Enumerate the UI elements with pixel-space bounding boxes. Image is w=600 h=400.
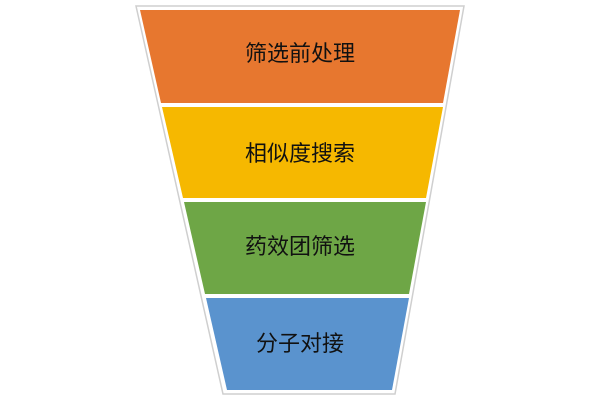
funnel-stage-3-shape: [184, 202, 426, 294]
funnel-stage-3-label: 药效团筛选: [244, 235, 355, 260]
funnel-stage-2-shape: [162, 107, 443, 198]
funnel-stage-1-label: 筛选前处理: [244, 42, 355, 67]
funnel-stage-2-label: 相似度搜索: [244, 142, 355, 167]
funnel-stage-1-shape: [140, 10, 460, 103]
funnel-stage-4-label: 分子对接: [255, 332, 344, 357]
funnel-stage-4-shape: [206, 298, 409, 390]
